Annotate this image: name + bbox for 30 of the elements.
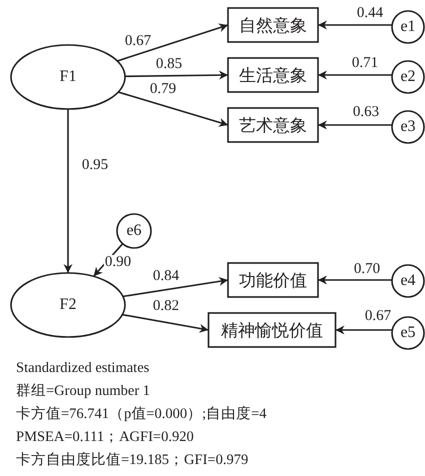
fit-statistics-note: 卡方值=76.741（p值=0.000）;自由度=4 [16, 405, 267, 423]
error-label: e6 [126, 222, 142, 240]
variable-label: F2 [60, 296, 76, 314]
coefficient-label: 0.67 [124, 34, 152, 49]
arrow [318, 276, 392, 284]
fit-statistics-note: 群组=Group number 1 [16, 382, 150, 400]
variable-label: 艺术意象 [239, 114, 307, 136]
variable-label: F1 [60, 68, 76, 86]
arrow [122, 276, 228, 298]
variable-label: 精神愉悦价值 [221, 320, 323, 342]
arrow [318, 120, 392, 130]
variable-label: 自然意象 [239, 14, 307, 36]
error-label: e2 [400, 68, 416, 86]
error-label: e3 [400, 118, 416, 136]
arrow [318, 70, 392, 80]
error-label: e4 [400, 272, 416, 290]
arrow [318, 20, 392, 30]
arrow [122, 314, 209, 333]
arrow [64, 109, 72, 273]
arrow [117, 24, 228, 62]
variable-label: 生活意象 [239, 64, 307, 86]
arrow [118, 91, 228, 127]
error-label: e1 [400, 18, 416, 36]
arrow [124, 70, 228, 80]
variable-label: 功能价值 [239, 270, 307, 292]
fit-statistics-note: Standardized estimates [16, 359, 150, 377]
error-label: e5 [400, 324, 416, 342]
fit-statistics-note: 卡方自由度比值=19.185；GFI=0.979 [16, 451, 248, 469]
fit-statistics-note: PMSEA=0.111；AGFI=0.920 [16, 428, 194, 446]
arrow [336, 326, 392, 334]
